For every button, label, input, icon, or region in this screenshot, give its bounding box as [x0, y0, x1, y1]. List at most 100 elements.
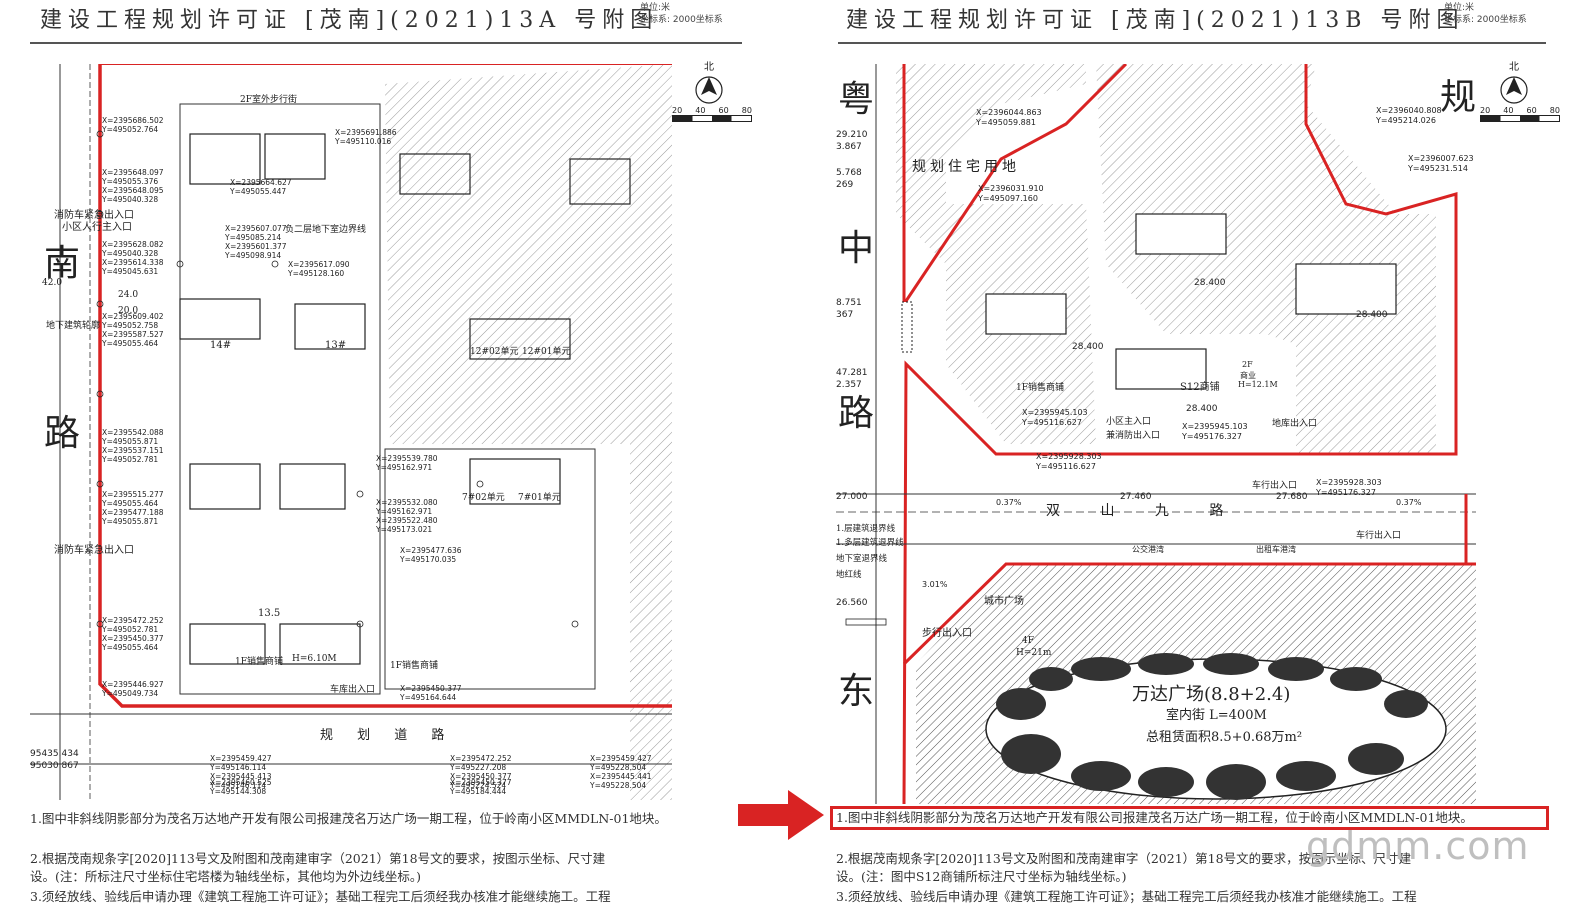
right-city-plaza: 城市广场 — [984, 596, 1024, 607]
left-unit-label: 单位:米 坐标系: 2000坐标系 — [640, 2, 723, 26]
right-f4: 4F — [1022, 636, 1034, 646]
left-sales-shop-2: 1F销售商铺 — [390, 661, 438, 671]
right-f2: 2F — [1242, 360, 1253, 369]
left-building-7-1: 7#01单元 — [518, 493, 561, 503]
right-margin-3: 5.768 — [836, 168, 862, 178]
left-site-plan: 南 路 2F室外步行街 消防车紧急出入口 小区人行主入口 42.0 24.0 2… — [30, 64, 672, 800]
left-street-label: 2F室外步行街 — [240, 95, 297, 105]
left-note-1: 1.图中非斜线阴影部分为茂名万达地产开发有限公司报建茂名万达广场一期工程，位于岭… — [30, 811, 667, 826]
right-h12: H=12.1M — [1238, 380, 1278, 389]
right-margin-8: 2.357 — [836, 380, 862, 390]
right-road-char-1: 粤 — [838, 79, 875, 120]
right-margin-4: 269 — [836, 180, 854, 190]
right-elev-4: 28.400 — [1186, 404, 1218, 414]
right-bus-bay: 公交港湾 — [1132, 545, 1164, 554]
left-building-7-2: 7#02单元 — [462, 493, 505, 503]
left-header-rule — [30, 42, 742, 44]
left-unit: 单位:米 — [640, 3, 671, 13]
right-legend-3: 地下室退界线 — [836, 554, 888, 564]
highlight-box-note — [830, 806, 1549, 830]
left-setback-42: 42.0 — [42, 278, 63, 288]
right-header-rule — [838, 42, 1546, 44]
right-margin-2: 3.867 — [836, 142, 862, 152]
right-scale-20: 20 — [1480, 106, 1491, 115]
right-scale-40: 40 — [1503, 106, 1514, 115]
right-note-1: 1.图中非斜线阴影部分为茂名万达地产开发有限公司报建茂名万达广场一期工程，位于岭… — [836, 810, 1473, 825]
right-scale-bar: 20 40 60 80 — [1480, 106, 1560, 122]
right-residential-hatch — [896, 64, 1096, 444]
left-garage-entry: 车库出入口 — [330, 685, 376, 695]
left-site-boundary — [98, 64, 672, 708]
left-building-14: 14# — [210, 340, 232, 351]
right-road-char-2: 中 — [838, 228, 875, 269]
right-north-label: 北 — [1509, 62, 1519, 73]
left-coord-system: 坐标系: 2000坐标系 — [640, 15, 723, 25]
right-car-entry-1: 车行出入口 — [1252, 481, 1298, 491]
left-note-2: 2.根据茂南规条字[2020]113号文及附图和茂南建审字（2021）第18号文… — [30, 851, 606, 866]
right-legend-2: 1.多层建筑退界线 — [836, 538, 904, 548]
left-road-char-2: 路 — [44, 413, 81, 454]
right-site-plan: 粤 中 路 东 规 29.210 3.867 5.768 269 8.751 3… — [836, 64, 1476, 804]
left-hatched-area — [385, 64, 672, 800]
right-road-char-top: 规 — [1440, 77, 1476, 118]
right-elev-6: 27.680 — [1276, 492, 1308, 502]
right-elev-1: 28.400 — [1194, 278, 1226, 288]
right-mall-area: 总租赁面积8.5+0.68万m² — [1146, 730, 1303, 745]
right-mall-title: 万达广场(8.8+2.4) — [1132, 684, 1291, 705]
left-fire-entry-2: 消防车紧急出入口 — [54, 545, 134, 556]
right-h21: H=21m — [1016, 648, 1052, 658]
left-scale-60: 60 — [718, 106, 729, 115]
right-margin-1: 29.210 — [836, 130, 868, 140]
left-building-12-1: 12#01单元 — [522, 347, 571, 357]
right-note-4: 3.须经放线、验线后申请办理《建筑工程施工许可证》；基础工程完工后须经我办核准才… — [836, 889, 1417, 904]
right-road-char-3: 路 — [838, 393, 875, 434]
right-unit-label: 单位:米 坐标系: 2000坐标系 — [1444, 2, 1527, 26]
north-arrow-icon — [1500, 76, 1528, 104]
right-elev-3: 28.400 — [1356, 310, 1388, 320]
right-slope-2: 0.37% — [1396, 498, 1422, 507]
left-scale-20: 20 — [672, 106, 683, 115]
left-road-label: 规 划 道 路 — [320, 728, 455, 743]
red-arrow-icon — [738, 790, 824, 840]
left-building-13: 13# — [325, 340, 347, 351]
right-sales-shop: 1F销售商铺 — [1016, 383, 1064, 393]
right-elev-2: 28.400 — [1072, 342, 1104, 352]
right-scale-60: 60 — [1526, 106, 1537, 115]
right-slope-3: 3.01% — [922, 580, 948, 589]
right-note-2: 2.根据茂南规条字[2020]113号文及附图和茂南建审字（2021）第18号文… — [836, 851, 1412, 866]
right-road-char-4: 东 — [838, 671, 875, 712]
left-note-3: 设。(注：所标注尺寸坐标住宅塔楼为轴线坐标，其他均为外边线坐标。) — [30, 869, 422, 884]
right-margin-10: 26.560 — [836, 598, 868, 608]
right-upper-hatch — [1096, 64, 1436, 454]
left-note-4: 3.须经放线、验线后申请办理《建筑工程施工许可证》；基础工程完工后须经我办核准才… — [30, 889, 611, 904]
right-north-arrow: 北 — [1499, 58, 1529, 108]
left-setback-20: 20.0 — [118, 306, 139, 316]
right-coord-system: 坐标系: 2000坐标系 — [1444, 15, 1527, 25]
right-slope-1: 0.37% — [996, 498, 1022, 507]
left-basement-line: 负二层地下室边界线 — [285, 225, 367, 235]
right-note-3: 设。(注：图中S12商铺所标注尺寸坐标为轴线坐标。) — [836, 869, 1127, 884]
right-upper-boundary-2 — [902, 64, 1458, 804]
left-fire-entry-1: 消防车紧急出入口 — [54, 210, 134, 221]
left-setback-24: 24.0 — [118, 290, 139, 300]
